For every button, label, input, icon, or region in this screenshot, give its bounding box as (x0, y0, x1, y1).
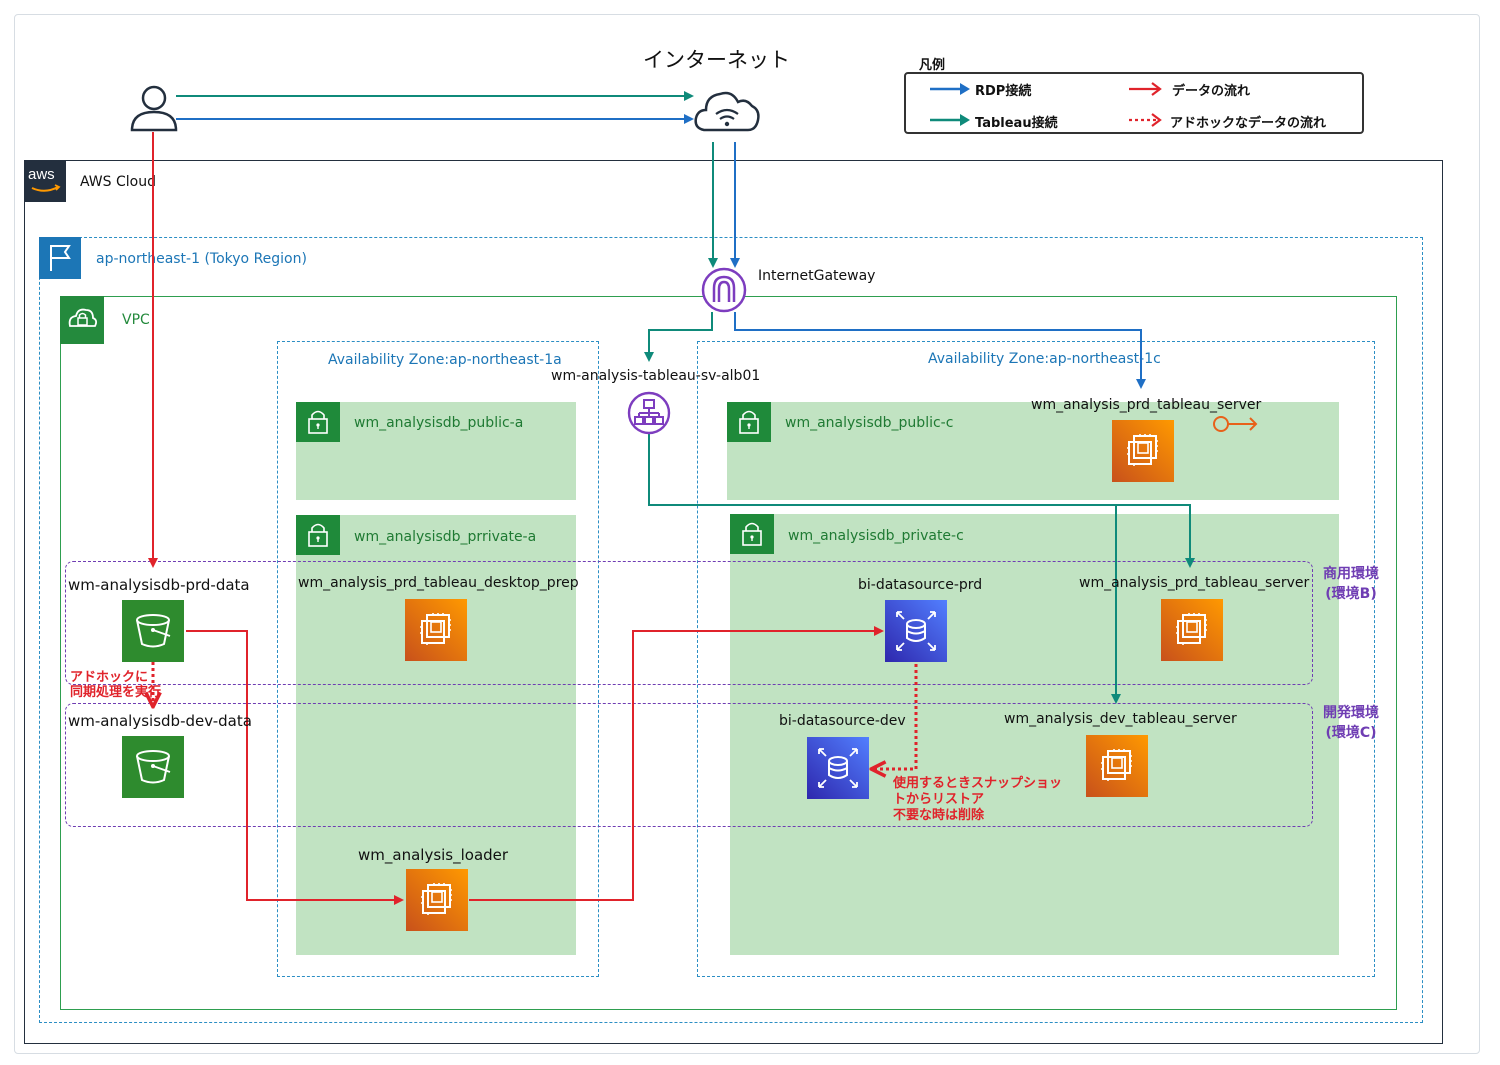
env-b-label-line2: (環境B) (1325, 586, 1377, 602)
subnet-private-c (730, 514, 1339, 955)
dev-data-bucket-label: wm-analysisdb-dev-data (68, 712, 252, 730)
legend-data-arrow-icon (1129, 82, 1162, 96)
subnet-private-a-label: wm_analysisdb_prrivate-a (354, 529, 537, 545)
internet-cloud-icon[interactable] (692, 84, 762, 136)
legend-box (904, 72, 1364, 134)
dev-tableau-server-label: wm_analysis_dev_tableau_server (1004, 711, 1237, 727)
bi-dev-label: bi-datasource-dev (779, 713, 906, 729)
legend-rdp-label: RDP接続 (975, 84, 1032, 99)
env-b-group (65, 561, 1313, 685)
az-a-label: Availability Zone:ap-northeast-1a (328, 352, 562, 368)
az-c-label: Availability Zone:ap-northeast-1c (928, 351, 1161, 367)
igw-to-public-server-rdp-line (734, 312, 1146, 389)
snapshot-restore-note-line2: トからリストア (893, 792, 985, 807)
env-c-label-line2: (環境C) (1325, 725, 1377, 741)
az-a-frame (277, 341, 599, 977)
bi-prd-rds-icon[interactable] (885, 600, 947, 662)
snapshot-restore-note: 使用するときスナップショッ トからリストア 不要な時は削除 (893, 776, 1062, 824)
prd-data-bucket-icon[interactable] (122, 600, 184, 662)
env-c-label-line1: 開発環境 (1323, 705, 1379, 721)
env-b-label-line1: 商用環境 (1323, 566, 1379, 582)
subnet-public-c-label: wm_analysisdb_public-c (785, 415, 954, 431)
bi-dev-rds-icon[interactable] (807, 737, 869, 799)
subnet-private-a-lock-icon (296, 515, 340, 555)
public-tableau-server-ec2-icon[interactable] (1112, 420, 1174, 482)
prd-data-bucket-label: wm-analysisdb-prd-data (68, 576, 250, 594)
loader-label: wm_analysis_loader (358, 846, 509, 864)
adhoc-sync-note: アドホックに 同期処理を実行 (70, 670, 161, 700)
legend-title: 凡例 (919, 58, 946, 73)
legend-adhoc-label: アドホックなデータの流れ (1170, 116, 1327, 131)
adhoc-sync-note-line1: アドホックに (70, 670, 149, 685)
subnet-public-c-lock-icon (727, 402, 771, 442)
legend-tableau-arrow-icon (930, 114, 970, 126)
legend-adhoc-arrow-icon (1129, 113, 1162, 127)
vpc-icon (60, 296, 104, 344)
elastic-ip-key-icon (1212, 413, 1260, 435)
internet-label: インターネット (643, 48, 790, 72)
aws-cloud-frame (24, 160, 1443, 1044)
loader-to-bi-prd-line (469, 626, 884, 901)
env-c-group (65, 703, 1313, 827)
legend-rdp-arrow-icon (930, 83, 970, 95)
alb-label: wm-analysis-tableau-sv-alb01 (551, 368, 761, 384)
alb-to-servers-line (648, 434, 1195, 568)
subnet-private-c-label: wm_analysisdb_private-c (788, 528, 964, 544)
region-flag-icon (39, 237, 81, 279)
alb-icon[interactable] (626, 390, 672, 436)
prd-data-to-loader-line (186, 630, 404, 905)
adhoc-sync-note-line2: 同期処理を実行 (70, 685, 162, 700)
subnet-public-a-label: wm_analysisdb_public-a (354, 415, 524, 431)
subnet-public-a-lock-icon (296, 402, 340, 442)
canvas-frame (14, 14, 1480, 1054)
aws-logo-text: aws (28, 166, 55, 183)
internet-gateway-label: InternetGateway (758, 268, 876, 284)
prd-tableau-server-ec2-icon[interactable] (1161, 599, 1223, 661)
region-label: ap-northeast-1 (Tokyo Region) (96, 251, 307, 267)
aws-cloud-label: AWS Cloud (80, 174, 156, 190)
snapshot-restore-note-line1: 使用するときスナップショッ (893, 776, 1063, 791)
dev-tableau-server-ec2-icon[interactable] (1086, 735, 1148, 797)
bi-prd-label: bi-datasource-prd (858, 577, 983, 593)
prd-tableau-server-label: wm_analysis_prd_tableau_server (1079, 575, 1310, 591)
desktop-prep-label: wm_analysis_prd_tableau_desktop_prep (298, 575, 579, 591)
desktop-prep-ec2-icon[interactable] (405, 599, 467, 661)
user-icon[interactable] (128, 84, 180, 134)
subnet-public-c (727, 402, 1339, 500)
legend-tableau-label: Tableau接続 (975, 116, 1058, 131)
public-tableau-server-label: wm_analysis_prd_tableau_server (1031, 397, 1262, 413)
vpc-label: VPC (122, 312, 150, 328)
snapshot-restore-note-line3: 不要な時は削除 (893, 808, 985, 823)
loader-ec2-icon[interactable] (406, 869, 468, 931)
subnet-public-a (296, 402, 576, 500)
az-c-frame (697, 341, 1375, 977)
env-b-label: 商用環境 (環境B) (1316, 563, 1386, 603)
bi-prd-to-bi-dev-adhoc-line (873, 664, 918, 769)
aws-logo-icon: aws (24, 160, 66, 202)
dev-data-bucket-icon[interactable] (122, 736, 184, 798)
region-frame (39, 237, 1423, 1023)
internet-gateway-icon[interactable] (700, 266, 748, 314)
legend-data-label: データの流れ (1172, 84, 1251, 99)
subnet-private-c-lock-icon (730, 514, 774, 554)
igw-to-alb-line (644, 312, 713, 362)
env-c-label: 開発環境 (環境C) (1316, 702, 1386, 742)
